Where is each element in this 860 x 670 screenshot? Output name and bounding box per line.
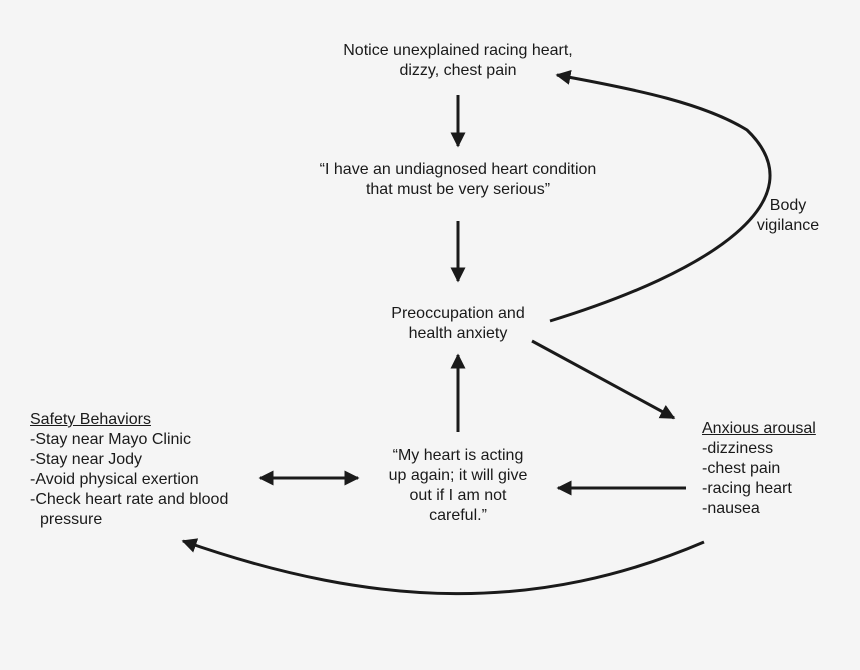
interpretation-line: out if I am not [409, 487, 507, 504]
preoccupation-line: health anxiety [408, 325, 508, 342]
arrow-preoccupation-to-arousal [531, 339, 676, 420]
arrow-arousal-to-safety-curve [181, 538, 705, 596]
trigger-line: dizzy, chest pain [399, 62, 517, 79]
safety-behavior-item: -Stay near Jody [30, 451, 143, 468]
preoccupation-node: Preoccupation and health anxiety [368, 304, 548, 344]
anxious-arousal-item: -nausea [702, 500, 760, 517]
interpretation-line: up again; it will give [388, 467, 528, 484]
belief-node: “I have an undiagnosed heart condition t… [288, 160, 628, 200]
safety-behavior-item: pressure [40, 511, 103, 528]
safety-behavior-item: -Check heart rate and blood [30, 491, 229, 508]
preoccupation-line: Preoccupation and [391, 305, 525, 322]
arrow-body-vigilance-curve [549, 70, 772, 323]
safety-behavior-item: -Avoid physical exertion [30, 471, 199, 488]
belief-line: that must be very serious” [365, 181, 551, 198]
safety-behavior-item: -Stay near Mayo Clinic [30, 431, 191, 448]
body-vigilance-label: Body vigilance [738, 196, 838, 236]
trigger-line: Notice unexplained racing heart, [343, 42, 573, 59]
anxious-arousal-heading: Anxious arousal [702, 420, 816, 437]
anxious-arousal-item: -racing heart [702, 480, 792, 497]
anxious-arousal-item: -chest pain [702, 460, 781, 477]
trigger-node: Notice unexplained racing heart, dizzy, … [310, 41, 606, 81]
body-vigilance-line: Body [769, 197, 807, 214]
safety-behaviors-heading: Safety Behaviors [30, 411, 151, 428]
safety-behaviors-node: Safety Behaviors -Stay near Mayo Clinic … [30, 410, 270, 530]
belief-line: “I have an undiagnosed heart condition [319, 161, 597, 178]
anxious-arousal-item: -dizziness [702, 440, 774, 457]
interpretation-node: “My heart is acting up again; it will gi… [363, 446, 553, 526]
body-vigilance-line: vigilance [756, 217, 820, 234]
interpretation-line: “My heart is acting [392, 447, 524, 464]
interpretation-line: careful.” [429, 507, 487, 524]
anxious-arousal-node: Anxious arousal -dizziness -chest pain -… [702, 419, 852, 519]
